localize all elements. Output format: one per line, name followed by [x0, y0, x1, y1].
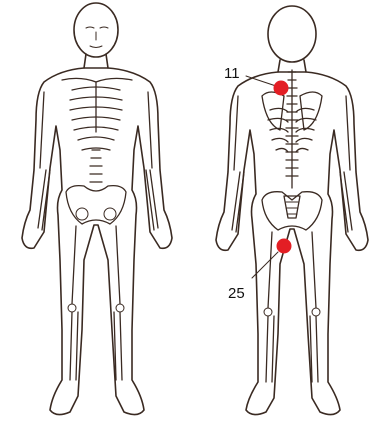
front-head: [74, 3, 118, 57]
marker-25-dot: [277, 239, 292, 254]
marker-11-label: 11: [224, 65, 240, 82]
front-figure: [22, 3, 172, 415]
marker-25-label: 25: [228, 285, 245, 302]
back-head: [268, 6, 316, 62]
marker-11-leader: [246, 76, 276, 86]
marker-25: 25: [228, 239, 292, 303]
marker-11-dot: [274, 81, 289, 96]
